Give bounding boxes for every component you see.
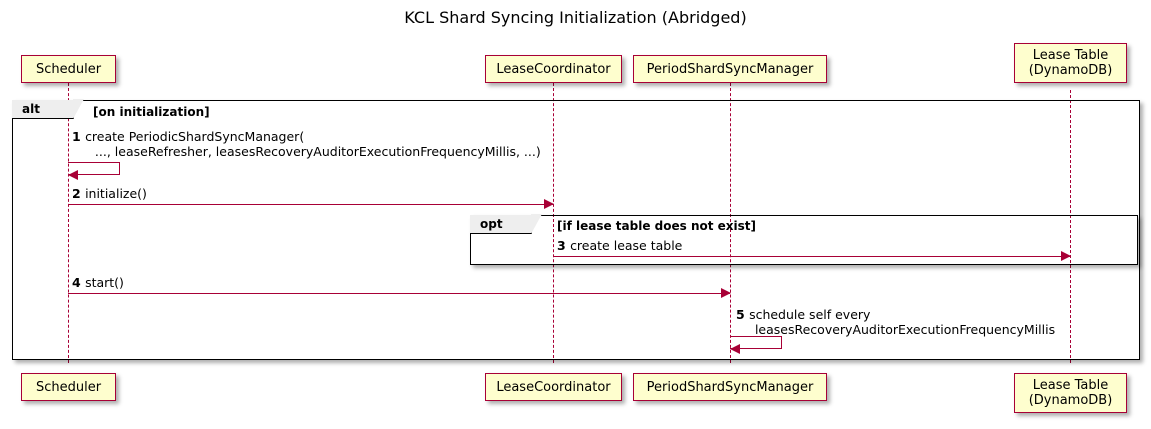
- fragment-alt: [12, 100, 1140, 360]
- message-2-arrowhead: [544, 199, 554, 209]
- message-1-label: 1 create PeriodicShardSyncManager(: [72, 129, 304, 144]
- message-4-line: [68, 293, 730, 294]
- lifeline-lease-coordinator: [553, 83, 554, 363]
- message-5-number: 5: [736, 307, 750, 322]
- participant-lease-coordinator-bottom[interactable]: LeaseCoordinator: [485, 373, 622, 401]
- message-5-label: 5 schedule self every: [736, 307, 870, 322]
- message-3-line: [553, 256, 1070, 257]
- message-1-arrowhead: [68, 170, 78, 180]
- participant-label: LeaseCoordinator: [496, 61, 611, 77]
- participant-label: Scheduler: [35, 379, 102, 395]
- fragment-opt: [470, 215, 1138, 265]
- fragment-opt-label: opt: [470, 213, 542, 234]
- lifeline-lease-table: [1070, 90, 1071, 363]
- participant-label: PeriodShardSyncManager: [646, 379, 814, 395]
- participant-scheduler-bottom[interactable]: Scheduler: [21, 373, 116, 401]
- lifeline-period-shard-sync-manager: [730, 83, 731, 363]
- fragment-opt-condition: [if lease table does not exist]: [557, 219, 757, 233]
- participant-lease-table-bottom[interactable]: Lease Table (DynamoDB): [1014, 373, 1127, 413]
- participant-period-shard-sync-manager-top[interactable]: PeriodShardSyncManager: [633, 55, 827, 83]
- page-title: KCL Shard Syncing Initialization (Abridg…: [404, 8, 747, 27]
- message-5-label-line2: leasesRecoveryAuditorExecutionFrequencyM…: [747, 322, 1056, 337]
- message-2-line: [68, 204, 553, 205]
- message-2-number: 2: [72, 186, 86, 201]
- message-2-line1: initialize(): [85, 186, 147, 201]
- participant-label: PeriodShardSyncManager: [646, 61, 814, 77]
- participant-scheduler-top[interactable]: Scheduler: [21, 55, 116, 83]
- participant-lease-table-top[interactable]: Lease Table (DynamoDB): [1014, 43, 1127, 83]
- participant-label: LeaseCoordinator: [496, 379, 611, 395]
- fragment-alt-condition: [on initialization]: [93, 105, 210, 119]
- participant-label: Lease Table (DynamoDB): [1028, 378, 1113, 408]
- message-5-arrowhead: [730, 344, 740, 354]
- message-2-label: 2 initialize(): [72, 186, 147, 201]
- participant-lease-coordinator-top[interactable]: LeaseCoordinator: [485, 55, 622, 83]
- participant-period-shard-sync-manager-bottom[interactable]: PeriodShardSyncManager: [633, 373, 827, 401]
- message-3-arrowhead: [1061, 251, 1071, 261]
- fragment-alt-label: alt: [12, 98, 84, 119]
- message-4-label: 4 start(): [72, 275, 124, 290]
- message-1-self-arrow: [68, 162, 120, 175]
- message-1-line1: create PeriodicShardSyncManager(: [85, 129, 305, 144]
- message-1-number: 1: [72, 129, 86, 144]
- message-5-self-arrow: [730, 336, 782, 349]
- participant-label: Lease Table (DynamoDB): [1028, 48, 1113, 78]
- message-4-line1: start(): [85, 275, 124, 290]
- message-5-line1: schedule self every: [749, 307, 871, 322]
- participant-label: Scheduler: [35, 61, 102, 77]
- message-3-line1: create lease table: [570, 238, 683, 253]
- message-1-label-line2: ..., leaseRefresher, leasesRecoveryAudit…: [83, 144, 541, 159]
- message-3-label: 3 create lease table: [557, 238, 682, 253]
- lifeline-scheduler: [68, 83, 69, 363]
- message-4-number: 4: [72, 275, 86, 290]
- message-3-number: 3: [557, 238, 571, 253]
- message-4-arrowhead: [721, 288, 731, 298]
